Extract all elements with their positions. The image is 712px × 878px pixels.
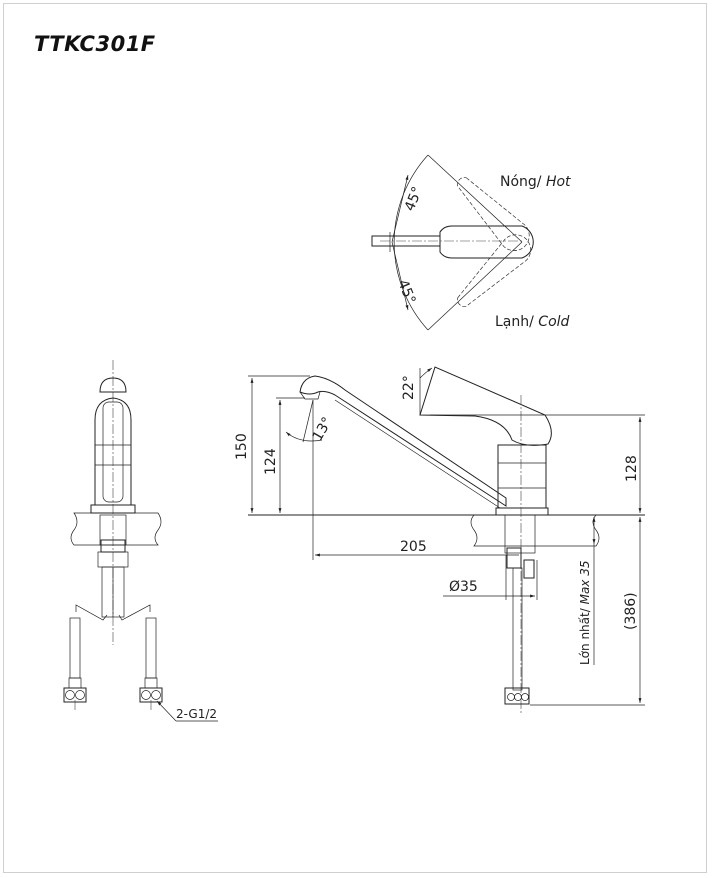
faucet-body xyxy=(497,444,547,509)
spout-head-front xyxy=(99,377,127,393)
dim-body-height: 128 xyxy=(624,455,640,482)
front-view: 2-G1/2 xyxy=(63,360,218,722)
mounting-nut xyxy=(506,547,522,569)
cold-label: Lạnh/ xyxy=(495,314,534,330)
faucet-body-front xyxy=(94,397,132,506)
rotation-arc xyxy=(393,154,429,331)
lever-handle-side xyxy=(419,366,552,446)
hot-label-en: Hot xyxy=(546,174,571,190)
svg-text:Lớn nhất/ Max 35: Lớn nhất/ Max 35 xyxy=(578,561,592,666)
dim-hole-diameter: Ø35 xyxy=(449,579,478,595)
dim-counter-max-label: Lớn nhất/ xyxy=(578,607,592,665)
dim-counter-max-label-en: Max 35 xyxy=(578,561,592,605)
dim-total-height: 150 xyxy=(234,433,250,460)
hot-label: Nóng/ xyxy=(500,174,542,190)
connection-size-label: 2-G1/2 xyxy=(176,707,217,721)
lever-cold-position xyxy=(457,234,531,307)
angle-spout-label: 13° xyxy=(310,414,336,444)
svg-text:Lạnh/ Cold: Lạnh/ Cold xyxy=(495,314,570,330)
hose-connector-side xyxy=(504,687,530,705)
angle-cold-label: 45° xyxy=(394,278,418,307)
hose-connector-right xyxy=(139,687,163,703)
lever-handle-top xyxy=(439,225,534,259)
lever-hot-position xyxy=(457,177,530,251)
hose-connector-left xyxy=(63,687,87,703)
supply-hose xyxy=(512,567,523,691)
angle-handle-label: 22° xyxy=(401,375,417,400)
extension-line-hot xyxy=(427,154,523,243)
countertop-slab-front xyxy=(70,512,162,546)
spout xyxy=(299,375,507,507)
product-model-title: TTKC301F xyxy=(34,32,156,56)
drawing-border xyxy=(3,3,707,873)
svg-text:Nóng/ Hot: Nóng/ Hot xyxy=(500,174,571,190)
dim-reach: 205 xyxy=(400,539,427,555)
top-view: 45° 45° Nóng/ Hot Lạnh/ Cold xyxy=(371,154,571,331)
base-plate xyxy=(495,507,549,516)
extension-line-cold xyxy=(427,241,523,331)
dim-spout-height: 124 xyxy=(263,448,279,475)
side-view: 150 124 128 205 Ø35 Lớn nhất/ Max 35 (38… xyxy=(234,366,645,715)
cold-label-en: Cold xyxy=(538,314,569,330)
dim-below-counter: (386) xyxy=(623,592,639,630)
